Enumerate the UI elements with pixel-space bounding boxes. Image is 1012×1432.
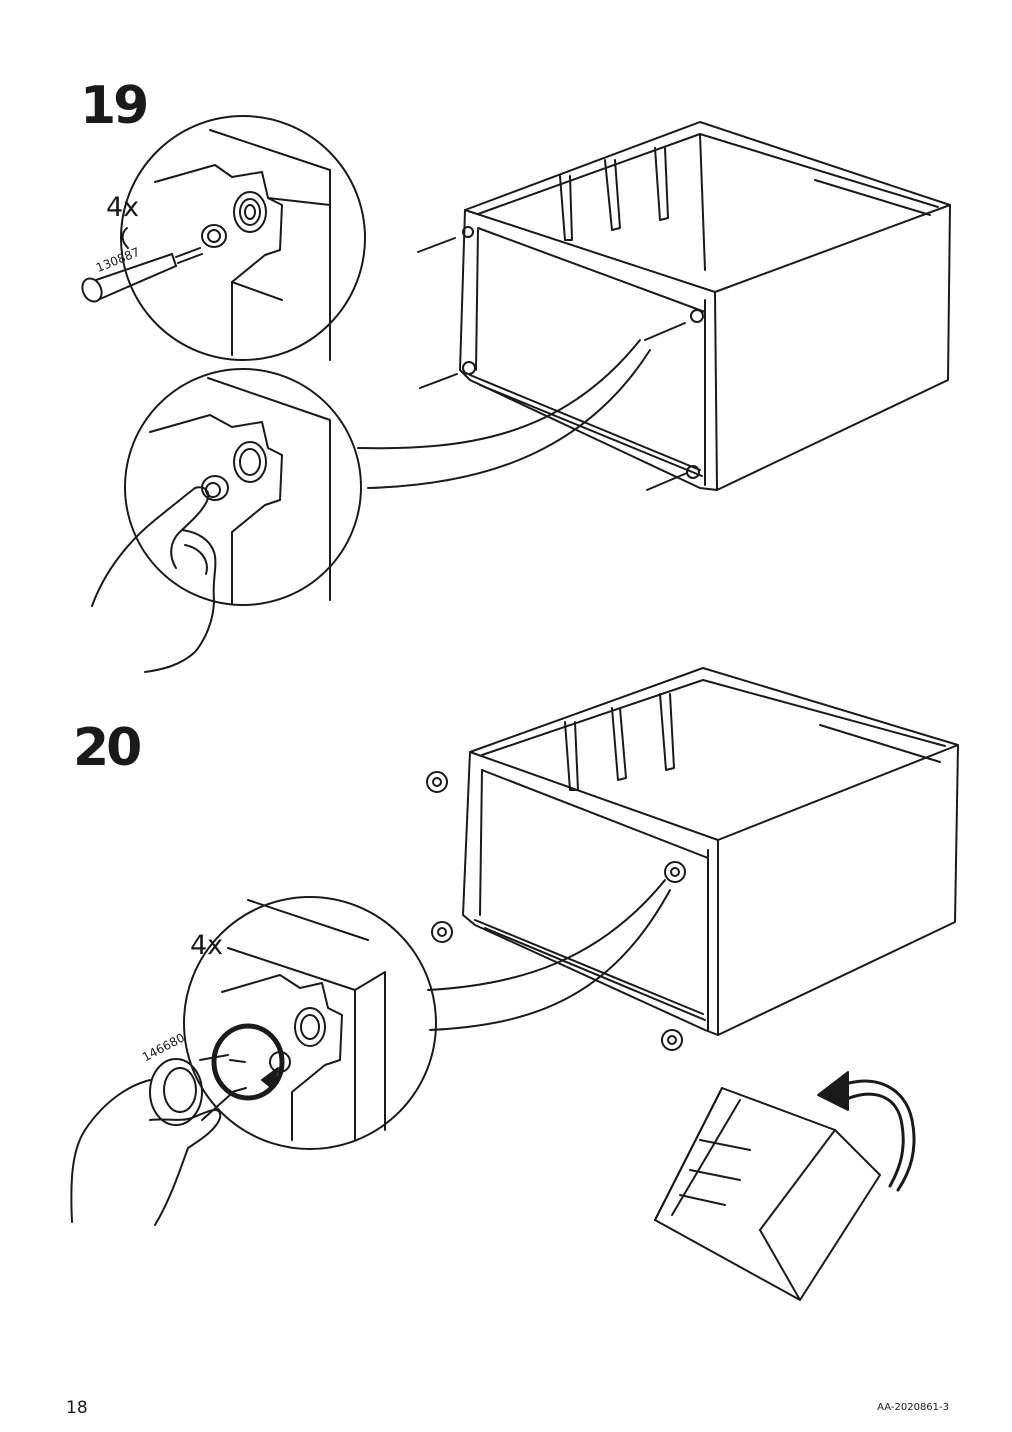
callout-connector (357, 339, 641, 450)
document-code: AA-2020861-3 (877, 1402, 949, 1413)
cabinet-step-19 (417, 121, 951, 491)
press-detail-zoom (124, 368, 362, 606)
rotate-arrow-icon (211, 1023, 285, 1101)
step-number-19: 19 (80, 76, 149, 136)
pin-icon (644, 322, 686, 341)
cam-lock-icon (661, 1029, 683, 1051)
flipped-cabinet (654, 1087, 881, 1301)
pin-icon (419, 373, 458, 389)
pin-icon (646, 472, 688, 491)
connector-pin-icon (81, 247, 203, 303)
pin-detail-zoom (120, 115, 366, 361)
step-number-20: 20 (73, 718, 142, 778)
quantity-leader (121, 227, 129, 249)
hand-press-icon (91, 486, 217, 673)
pin-icon (417, 237, 456, 253)
cam-lock-icon (431, 921, 453, 943)
quantity-label-20: 4x (190, 930, 224, 961)
cabinet-step-20 (426, 667, 959, 1051)
cam-lock-icon (149, 1054, 247, 1126)
hand-turn-icon (70, 1079, 222, 1226)
quantity-label-19: 4x (106, 192, 140, 223)
flip-arrow-icon (817, 1071, 916, 1192)
page-number: 18 (66, 1398, 88, 1418)
cam-lock-icon (426, 771, 448, 793)
cam-lock-icon (664, 861, 686, 883)
